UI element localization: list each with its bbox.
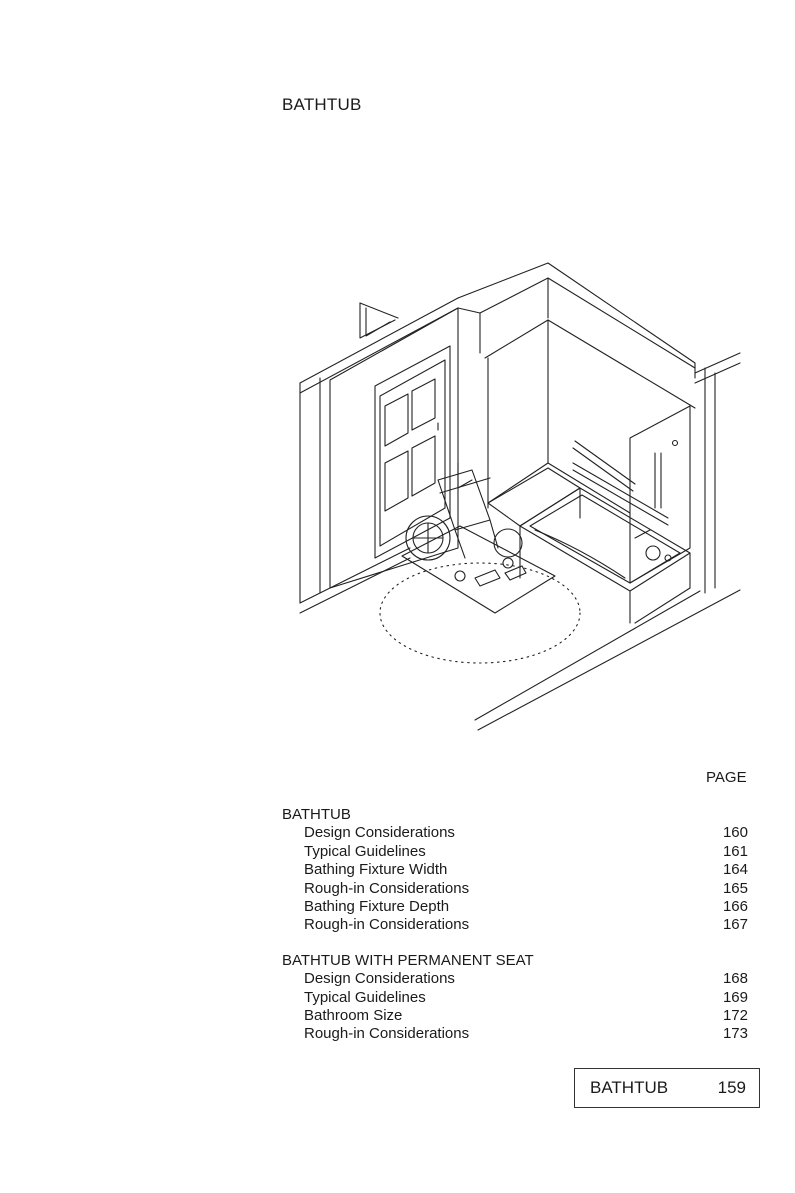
- toc-entry-page: 160: [722, 824, 748, 842]
- toc-entry-label: Bathroom Size: [304, 1007, 403, 1025]
- toc-entry-page: 167: [722, 916, 748, 934]
- toc-section: BATHTUB Design Considerations 160 Typica…: [282, 806, 748, 935]
- toc-entry[interactable]: Bathroom Size 172: [282, 1007, 748, 1025]
- toc-entry[interactable]: Rough-in Considerations 165: [282, 880, 748, 898]
- toc-entry-label: Typical Guidelines: [304, 842, 426, 860]
- toc-section: BATHTUB WITH PERMANENT SEAT Design Consi…: [282, 952, 748, 1044]
- toc-entry-label: Bathing Fixture Width: [304, 861, 448, 879]
- toc-entry[interactable]: Rough-in Considerations 167: [282, 916, 748, 934]
- toc-entry-page: 166: [722, 898, 748, 916]
- toc-entry-label: Rough-in Considerations: [304, 1025, 470, 1043]
- page-title: BATHTUB: [282, 95, 362, 114]
- toc-entry-page: 164: [722, 861, 748, 879]
- toc-entry-page: 173: [722, 1025, 748, 1043]
- page-column-label: PAGE: [706, 769, 747, 786]
- toc-entry[interactable]: Bathing Fixture Width 164: [282, 861, 748, 879]
- toc-entry-label: Typical Guidelines: [304, 988, 426, 1006]
- toc-entry-page: 165: [722, 879, 748, 897]
- page-footer-box: BATHTUB 159: [574, 1068, 760, 1108]
- toc-entry[interactable]: Rough-in Considerations 173: [282, 1025, 748, 1043]
- footer-section-label: BATHTUB: [590, 1078, 669, 1097]
- toc-entry-label: Design Considerations: [304, 824, 455, 842]
- toc-entry[interactable]: Typical Guidelines 169: [282, 989, 748, 1007]
- toc-entry-page: 168: [722, 970, 748, 988]
- toc-entry[interactable]: Design Considerations 168: [282, 970, 748, 988]
- table-of-contents: BATHTUB Design Considerations 160 Typica…: [282, 806, 748, 1044]
- toc-entry-page: 161: [722, 842, 748, 860]
- footer-page-number: 159: [717, 1078, 746, 1097]
- toc-section-heading: BATHTUB WITH PERMANENT SEAT: [282, 951, 534, 969]
- toc-entry[interactable]: Typical Guidelines 161: [282, 843, 748, 861]
- toc-entry-page: 169: [722, 988, 748, 1006]
- toc-entry-label: Design Considerations: [304, 970, 455, 988]
- toc-entry[interactable]: Design Considerations 160: [282, 824, 748, 842]
- toc-entry-label: Rough-in Considerations: [304, 879, 470, 897]
- toc-entry[interactable]: Bathing Fixture Depth 166: [282, 898, 748, 916]
- bathroom-wheelchair-illustration: [290, 258, 750, 738]
- toc-entry-label: Bathing Fixture Depth: [304, 898, 450, 916]
- toc-entry-label: Rough-in Considerations: [304, 916, 470, 934]
- toc-section-heading: BATHTUB: [282, 806, 351, 823]
- toc-entry-page: 172: [722, 1007, 748, 1025]
